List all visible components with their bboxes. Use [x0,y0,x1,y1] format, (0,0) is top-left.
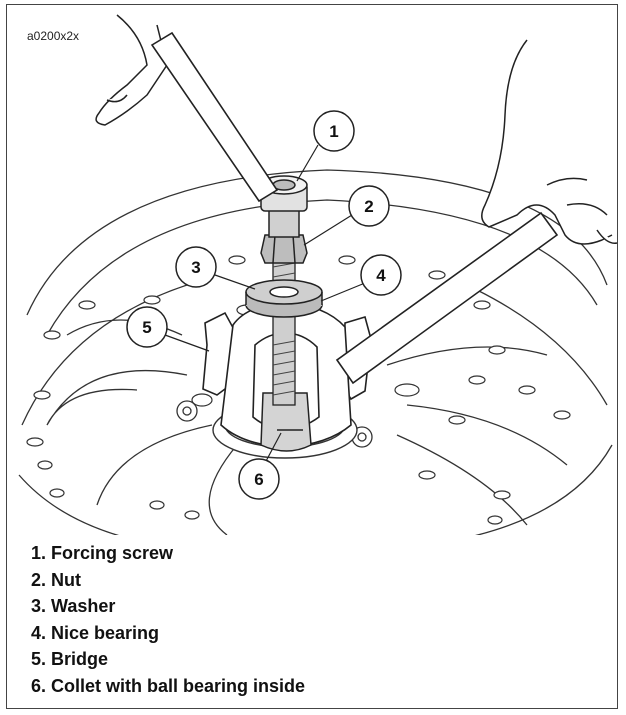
callout-4: 4 [360,254,402,296]
bearing-removal-illustration: 1 2 3 4 5 6 [18,14,618,535]
collet [260,392,312,452]
legend-item: 1. Forcing screw [31,543,174,563]
callout-3-number: 3 [191,258,200,277]
callout-1-number: 1 [329,122,338,141]
nut [260,234,308,264]
disc-holes [26,255,571,525]
legend-item: 2. Nut [31,569,82,590]
disc-spokes [46,319,568,535]
upper-wrench [150,31,279,203]
figure-code: a0200x2x [27,29,80,43]
legend-item: 5. Bridge [31,649,109,669]
figure-frame: a0200x2x [6,4,618,709]
callout-6: 6 [238,458,280,500]
lower-hand [481,39,618,245]
legend-item: 3. Washer [31,596,116,616]
legend-item: 6. Collet with ball bearing inside [31,675,306,696]
callout-4-number: 4 [376,266,386,285]
callout-1: 1 [313,110,355,152]
washer [245,279,323,318]
forcing-screw-head [260,175,308,238]
callout-2: 2 [348,185,390,227]
forcing-screw-thread [272,254,296,406]
callout-5-number: 5 [142,318,151,337]
leader-lines [164,144,366,464]
callout-2-number: 2 [364,197,373,216]
callout-3: 3 [175,246,217,288]
callout-6-number: 6 [254,470,263,489]
parts-legend: 1. Forcing screw 2. Nut 3. Washer 4. Nic… [31,540,305,699]
lower-wrench [335,211,559,385]
callout-5: 5 [126,306,168,348]
legend-item: 4. Nice bearing [31,622,160,643]
upper-hand [95,14,168,126]
